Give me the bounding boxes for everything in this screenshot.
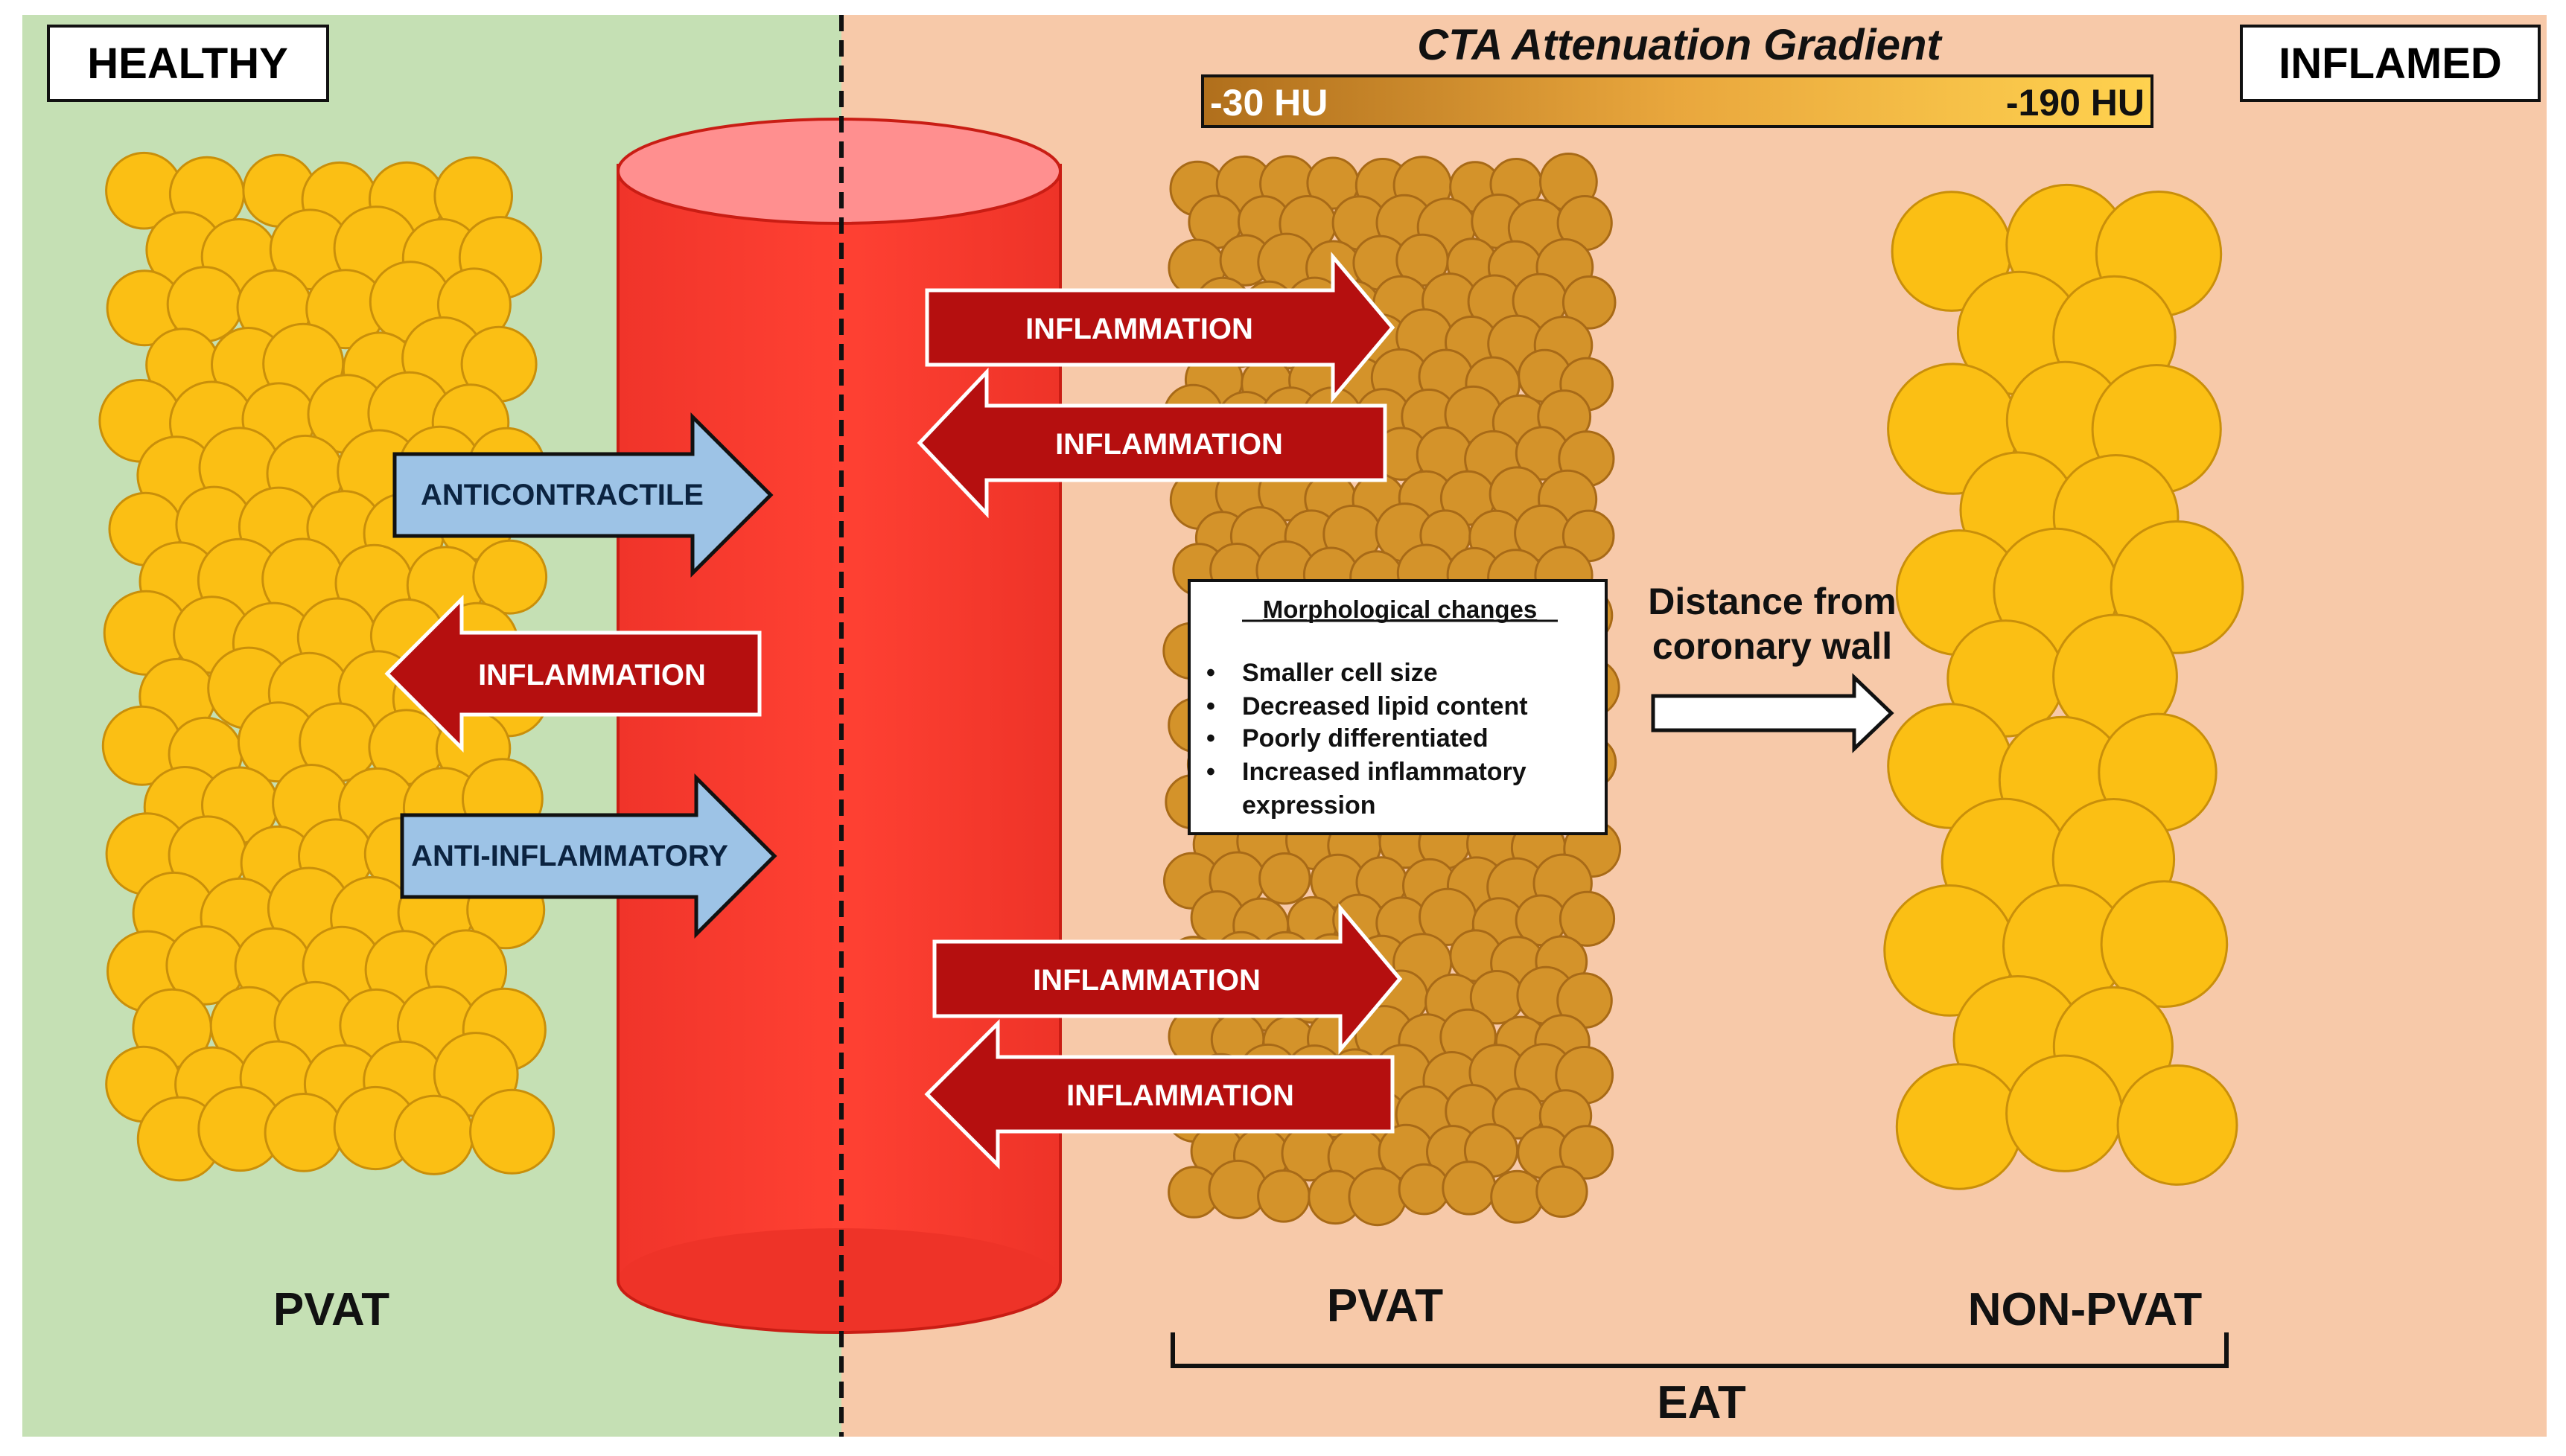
morphology-item: Decreased lipid content — [1242, 692, 1528, 721]
fat-cell — [1559, 890, 1616, 947]
fat-cell — [1895, 1063, 2023, 1190]
svg-text:•: • — [1206, 724, 1215, 753]
fat-cell — [2116, 1064, 2238, 1186]
inflammation-arrow-left: INFLAMMATION — [384, 594, 762, 753]
svg-text:INFLAMMATION: INFLAMMATION — [1033, 964, 1261, 997]
fat-cell — [1348, 1167, 1407, 1227]
distance-label-line1: Distance from — [1648, 581, 1896, 622]
distance-label-line2: coronary wall — [1652, 625, 1892, 667]
fat-cell — [2005, 1054, 2124, 1172]
svg-text:ANTICONTRACTILE: ANTICONTRACTILE — [421, 479, 704, 511]
fat-cell — [2100, 880, 2229, 1008]
anticontractile-arrow: ANTICONTRACTILE — [392, 412, 774, 578]
svg-text:•: • — [1206, 758, 1215, 786]
morphology-item: Increased inflammatory — [1242, 758, 1526, 786]
eat-bracket — [1171, 1332, 2229, 1368]
fat-cell — [1398, 1163, 1451, 1216]
fat-cell — [393, 1094, 474, 1175]
fat-cell — [1559, 1125, 1614, 1180]
pvat-label-healthy: PVAT — [273, 1284, 389, 1335]
svg-text:HEALTHY: HEALTHY — [87, 39, 288, 88]
attenuation-gradient-bar: -30 HU -190 HU — [1201, 74, 2153, 128]
fat-cell — [1535, 1165, 1588, 1219]
fat-cell — [1490, 1169, 1544, 1224]
fat-cell — [1561, 275, 1617, 330]
morphology-box: Morphological changes • Smaller cell siz… — [1188, 579, 1608, 835]
morphology-title: Morphological changes — [1263, 596, 1538, 623]
fat-cell — [1442, 1160, 1497, 1216]
non-pvat-cells — [1883, 183, 2244, 1190]
morphology-item: Smaller cell size — [1242, 659, 1438, 687]
svg-text:INFLAMMATION: INFLAMMATION — [1025, 313, 1253, 345]
non-pvat-label: NON-PVAT — [1968, 1284, 2203, 1335]
svg-text:INFLAMED: INFLAMED — [2279, 39, 2502, 88]
inflammation-arrow-left-1: INFLAMMATION — [917, 367, 1387, 519]
fat-cell — [264, 1093, 344, 1172]
pvat-label-inflamed: PVAT — [1327, 1280, 1443, 1332]
distance-arrow — [1651, 673, 1894, 753]
svg-text:INFLAMMATION: INFLAMMATION — [478, 659, 706, 692]
inflammation-arrow-right-2: INFLAMMATION — [932, 903, 1403, 1055]
healthy-label: HEALTHY — [47, 25, 329, 102]
fat-cell — [1257, 1169, 1311, 1223]
svg-text:INFLAMMATION: INFLAMMATION — [1066, 1079, 1294, 1112]
svg-text:ANTI-INFLAMMATORY: ANTI-INFLAMMATORY — [411, 840, 728, 872]
gradient-right-label: -190 HU — [2006, 82, 2145, 124]
fat-cell — [1258, 852, 1311, 905]
morphology-item: Poorly differentiated — [1242, 724, 1489, 753]
fat-cell — [469, 1088, 555, 1175]
inflamed-label: INFLAMED — [2240, 25, 2541, 102]
eat-label: EAT — [1657, 1377, 1746, 1428]
svg-text:•: • — [1206, 692, 1215, 721]
fat-cell — [472, 539, 548, 615]
inflammation-arrow-left-2: INFLAMMATION — [924, 1018, 1395, 1170]
gradient-left-label: -30 HU — [1210, 82, 1328, 124]
gradient-title: CTA Attenuation Gradient — [1417, 21, 1943, 69]
fat-cell — [2110, 520, 2244, 654]
svg-text:•: • — [1206, 659, 1215, 687]
morphology-item: expression — [1242, 791, 1376, 820]
inflammation-arrow-right-1: INFLAMMATION — [925, 252, 1395, 403]
anti-inflammatory-arrow: ANTI-INFLAMMATORY — [400, 773, 777, 939]
svg-text:INFLAMMATION: INFLAMMATION — [1055, 428, 1283, 461]
